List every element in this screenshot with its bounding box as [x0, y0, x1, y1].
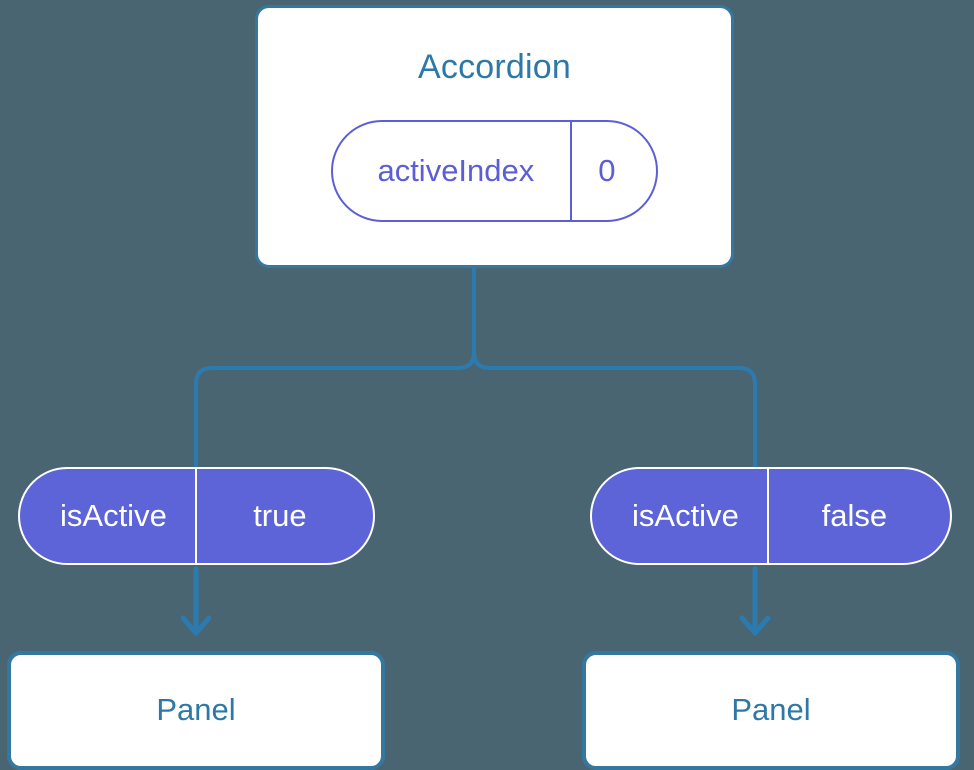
is-active-key-right: isActive	[592, 469, 769, 563]
accordion-title: Accordion	[418, 48, 571, 86]
arrow-down-icon-right	[739, 566, 771, 636]
is-active-pill-left: isActive true	[18, 467, 375, 565]
panel-label-left: Panel	[156, 691, 236, 727]
active-index-key: activeIndex	[333, 122, 573, 220]
is-active-key-left: isActive	[20, 469, 197, 563]
panel-card-left: Panel	[7, 651, 385, 770]
accordion-component-card: Accordion activeIndex 0	[255, 5, 734, 268]
is-active-value-right: false	[821, 498, 888, 533]
panel-label-right: Panel	[731, 691, 811, 727]
panel-card-right: Panel	[582, 651, 960, 770]
connector-root-to-right-pill	[472, 266, 757, 469]
active-index-state-pill: activeIndex 0	[331, 120, 658, 222]
active-index-value: 0	[598, 153, 616, 188]
is-active-pill-right: isActive false	[590, 467, 952, 565]
is-active-value-left: true	[253, 498, 307, 533]
connector-root-to-left-pill	[194, 266, 476, 469]
arrow-down-icon-left	[180, 566, 212, 636]
